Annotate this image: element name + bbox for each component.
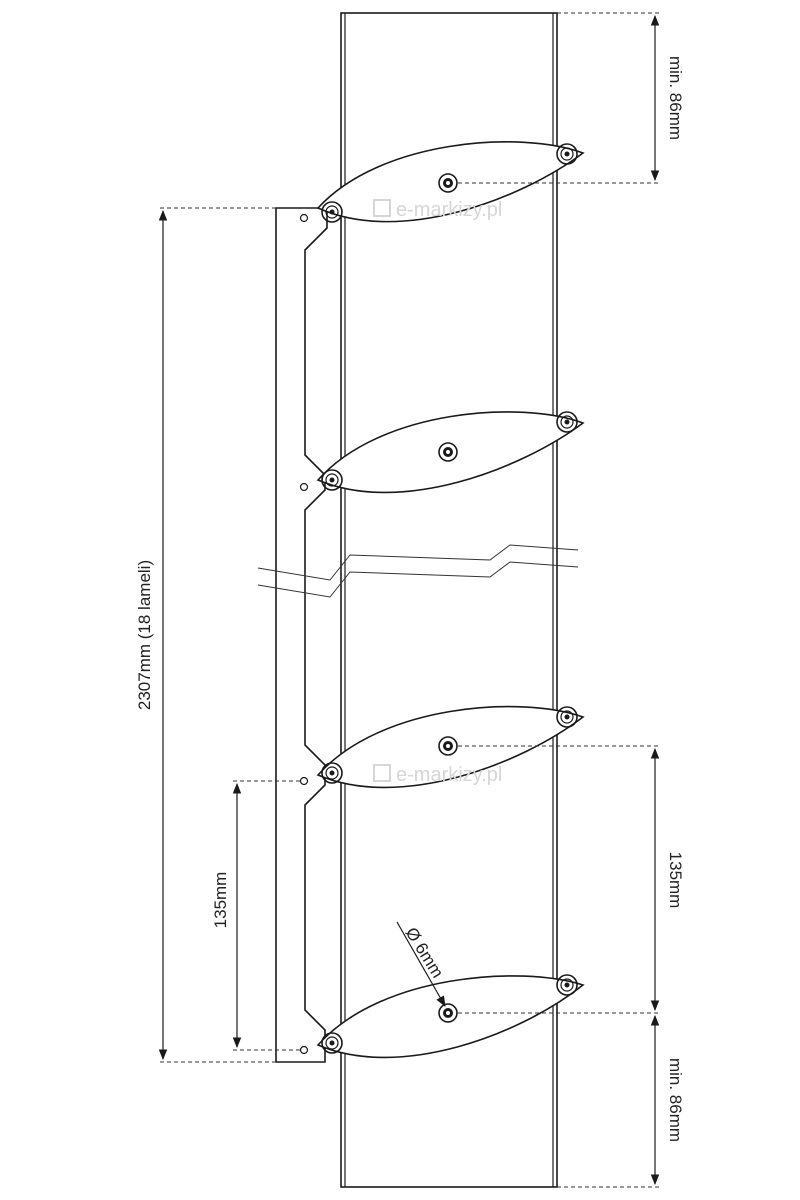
dim-top-min: min. 86mm bbox=[458, 12, 685, 184]
pivot-hole bbox=[438, 736, 458, 756]
watermark-bottom: e-markizy.pl bbox=[373, 764, 502, 786]
dim-overall: 2307mm (18 lameli) bbox=[135, 207, 276, 1063]
break-line bbox=[257, 544, 579, 598]
pivot-hole bbox=[438, 442, 458, 462]
watermark-top: e-markizy.pl bbox=[373, 199, 502, 221]
dim-bottom-min-label: min. 86mm bbox=[666, 1058, 685, 1142]
blade-2 bbox=[316, 411, 585, 494]
blade-3 bbox=[316, 705, 585, 789]
svg-text:e-markizy.pl: e-markizy.pl bbox=[396, 199, 502, 221]
dim-hole-diameter-label: Ø 6mm bbox=[402, 924, 448, 981]
dim-bottom-min: min. 86mm bbox=[557, 1014, 685, 1188]
svg-text:e-markizy.pl: e-markizy.pl bbox=[396, 764, 502, 786]
pivot-hole bbox=[438, 1003, 458, 1023]
bracket-hole bbox=[299, 776, 309, 786]
bracket-hole bbox=[299, 213, 309, 223]
dim-left-spacing-label: 135mm bbox=[211, 872, 230, 929]
dim-left-spacing: 135mm bbox=[211, 780, 300, 1051]
dim-right-spacing-label: 135mm bbox=[666, 852, 685, 909]
dim-overall-label: 2307mm (18 lameli) bbox=[135, 560, 154, 710]
blade-4 bbox=[316, 974, 585, 1059]
blade-1 bbox=[316, 141, 585, 223]
bracket-hole bbox=[299, 1045, 309, 1055]
bracket-hole bbox=[299, 482, 309, 492]
pivot-hole bbox=[438, 173, 458, 193]
dim-right-spacing: 135mm bbox=[458, 745, 685, 1014]
side-bracket bbox=[275, 207, 328, 1063]
dim-top-min-label: min. 86mm bbox=[666, 56, 685, 140]
